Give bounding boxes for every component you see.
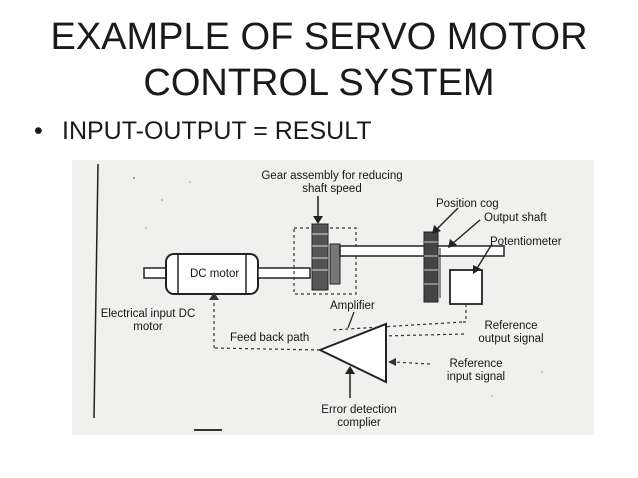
error-detection-label: Error detection complier xyxy=(304,404,414,430)
servo-diagram-drawing xyxy=(93,163,543,431)
electrical-input-label: Electrical input DC motor xyxy=(92,308,204,334)
servo-diagram: Gear assembly for reducing shaft speed P… xyxy=(72,160,594,435)
bullet-item: • INPUT-OUTPUT = RESULT xyxy=(34,116,372,146)
reference-input-line-1: Reference xyxy=(449,358,503,370)
amplifier-triangle xyxy=(317,322,387,384)
potentiometer-box xyxy=(449,269,483,305)
bullet-text: INPUT-OUTPUT = RESULT xyxy=(62,117,372,145)
title-line-1: EXAMPLE OF SERVO MOTOR xyxy=(50,16,588,58)
title-line-2: CONTROL SYSTEM xyxy=(143,62,495,104)
gear-label-line-1: Gear assembly for reducing xyxy=(261,170,403,182)
electrical-input-line-2: motor xyxy=(133,321,163,333)
potentiometer-label: Potentiometer xyxy=(490,236,562,248)
motor-shaft-stub xyxy=(143,267,167,279)
feedback-path-line xyxy=(213,347,321,351)
electrical-input-line-1: Electrical input DC xyxy=(100,308,196,320)
reference-input-line-2: input signal xyxy=(446,371,506,383)
feedback-path-label: Feed back path xyxy=(230,332,310,344)
figure-border-line xyxy=(93,163,99,419)
gear-label: Gear assembly for reducing shaft speed xyxy=(232,170,432,196)
gear-secondary xyxy=(329,243,341,285)
gear-label-line-2: shaft speed xyxy=(302,183,362,195)
bullet-icon: • xyxy=(34,117,43,145)
motor-shaft xyxy=(257,267,311,279)
pot-signal-path xyxy=(462,304,467,323)
error-detection-line-1: Error detection xyxy=(321,404,397,416)
reference-output-line-2: output signal xyxy=(478,333,544,345)
output-shaft-label: Output shaft xyxy=(484,212,547,224)
position-cog-label: Position cog xyxy=(436,198,499,210)
slide-title: EXAMPLE OF SERVO MOTOR CONTROL SYSTEM xyxy=(0,14,638,106)
reference-input-label: Reference input signal xyxy=(428,358,524,384)
reference-output-label: Reference output signal xyxy=(456,320,566,346)
output-shaft xyxy=(339,245,505,257)
dc-motor-label: DC motor xyxy=(190,268,240,280)
error-detection-line-2: complier xyxy=(337,417,381,429)
reference-output-line-1: Reference xyxy=(484,320,538,332)
gear-small xyxy=(311,223,329,291)
amplifier-label: Amplifier xyxy=(330,300,375,312)
